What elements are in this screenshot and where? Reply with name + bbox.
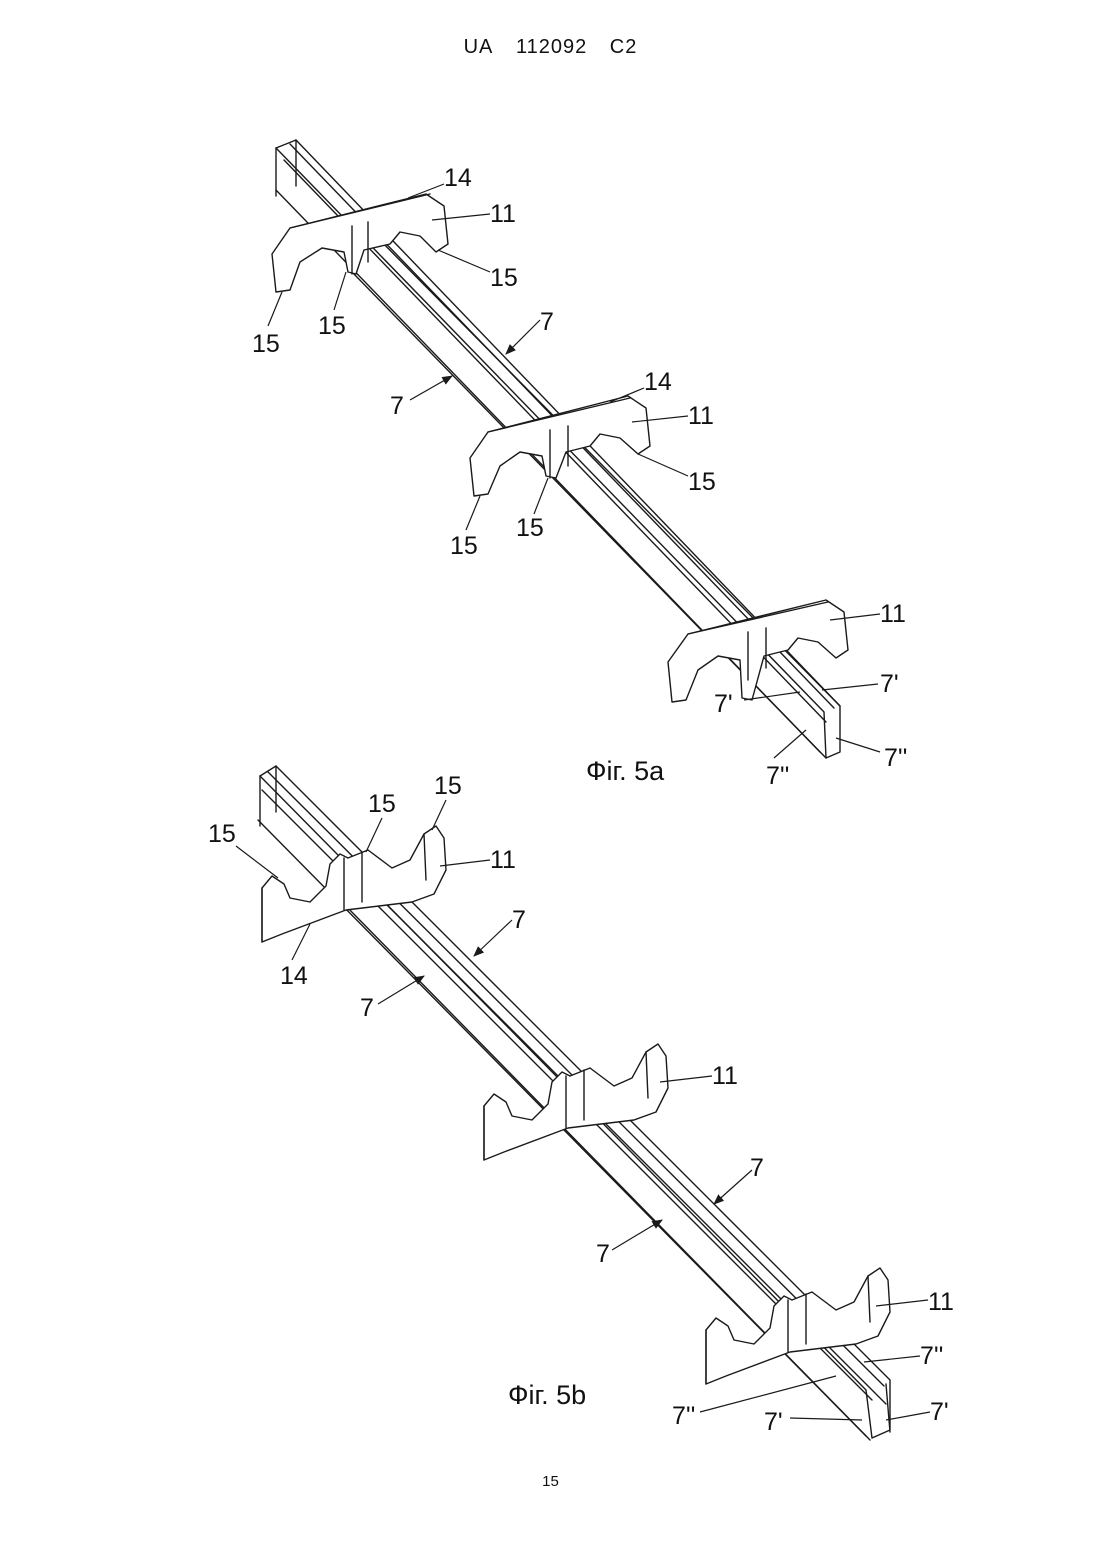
label-7: 7 bbox=[360, 994, 374, 1022]
label-7: 7 bbox=[540, 308, 554, 336]
label-14: 14 bbox=[444, 164, 472, 192]
label-15: 15 bbox=[318, 312, 346, 340]
label-15: 15 bbox=[368, 790, 396, 818]
label-7-double-prime: 7'' bbox=[884, 744, 907, 772]
label-11: 11 bbox=[928, 1288, 954, 1316]
label-7-double-prime: 7'' bbox=[920, 1342, 943, 1370]
figure-5b-caption: Фіг. 5b bbox=[508, 1380, 586, 1410]
label-7-prime: 7' bbox=[880, 670, 899, 698]
label-15: 15 bbox=[516, 514, 544, 542]
figure-5a-caption: Фіг. 5a bbox=[586, 756, 665, 786]
label-7: 7 bbox=[512, 906, 526, 934]
label-7-double-prime: 7'' bbox=[766, 762, 789, 790]
label-7-prime: 7' bbox=[764, 1408, 783, 1436]
label-7-double-prime: 7'' bbox=[672, 1402, 695, 1430]
label-11: 11 bbox=[490, 200, 516, 228]
label-7: 7 bbox=[596, 1240, 610, 1268]
label-7: 7 bbox=[390, 392, 404, 420]
label-7: 7 bbox=[750, 1154, 764, 1182]
label-11: 11 bbox=[688, 402, 714, 430]
label-15: 15 bbox=[434, 772, 462, 800]
label-15: 15 bbox=[450, 532, 478, 560]
label-11: 11 bbox=[712, 1062, 738, 1090]
label-7-prime: 7' bbox=[714, 690, 733, 718]
label-14: 14 bbox=[644, 368, 672, 396]
label-15: 15 bbox=[208, 820, 236, 848]
figure-5b: 15 15 15 11 14 7 7 11 7 7 11 7'' 7'' 7' … bbox=[208, 766, 954, 1440]
label-7-prime: 7' bbox=[930, 1398, 949, 1426]
figure-5a: 14 11 15 15 15 7 7 14 11 15 15 15 11 7' … bbox=[252, 140, 907, 790]
label-15: 15 bbox=[252, 330, 280, 358]
label-15: 15 bbox=[490, 264, 518, 292]
page-number: 15 bbox=[0, 1473, 1101, 1490]
label-14: 14 bbox=[280, 962, 308, 990]
label-11: 11 bbox=[880, 600, 906, 628]
label-15: 15 bbox=[688, 468, 716, 496]
label-11: 11 bbox=[490, 846, 516, 874]
